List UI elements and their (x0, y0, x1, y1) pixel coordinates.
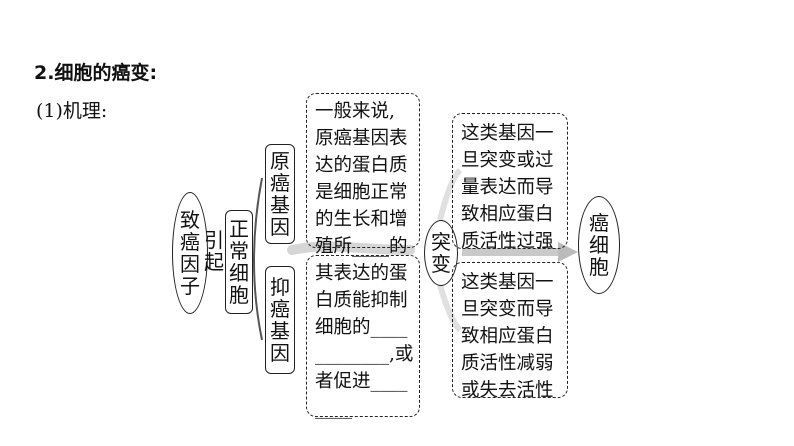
result-line: 量表达而导 (461, 177, 554, 198)
desc-line: 达的蛋白质 (315, 155, 408, 176)
tumor-suppressor-result: 这类基因一 旦突变而导 致相应蛋白 质活性减弱 或失去活性 (452, 262, 568, 401)
desc-line: 殖所____的 (315, 236, 408, 257)
result-line: 这类基因一 (461, 272, 554, 293)
mutation-node: 突变 (424, 220, 458, 286)
desc-line: 是细胞正常 (315, 182, 408, 203)
proto-oncogene-description: 一般来说, 原癌基因表 达的蛋白质 是细胞正常 的生长和增 殖所____的 (306, 93, 420, 257)
carcinogen-label: 致癌因子 (180, 208, 200, 298)
result-line: 质活性减弱 (461, 353, 554, 374)
cancer-cell-node: 癌细胞 (578, 196, 620, 294)
desc-line: 原癌基因表 (315, 128, 408, 149)
desc-line: 细胞的____ (315, 317, 408, 338)
desc-line: 其表达的蛋 (315, 263, 408, 284)
result-line: 或失去活性 (461, 380, 554, 401)
desc-line: ____ (315, 398, 352, 419)
desc-line: 一般来说, (315, 101, 395, 122)
result-line: 质活性过强 (461, 231, 554, 252)
carcinogen-node: 致癌因子 (172, 192, 208, 314)
tumor-suppressor-description: 其表达的蛋 白质能抑制 细胞的____ ________,或 者促进____ _… (306, 255, 420, 419)
desc-line: 的生长和增 (315, 209, 408, 230)
result-line: 这类基因一 (461, 123, 554, 144)
desc-line: 者促进____ (315, 371, 408, 392)
section-heading: 2.细胞的癌变: (34, 62, 158, 84)
result-line: 致相应蛋白 (461, 326, 554, 347)
result-line: 旦突变或过 (461, 150, 554, 171)
tumor-suppressor-node: 抑癌基因 (265, 266, 295, 374)
result-line: 致相应蛋白 (461, 204, 554, 225)
proto-oncogene-node: 原癌基因 (265, 144, 295, 244)
result-line: 旦突变而导 (461, 299, 554, 320)
subsection-heading: (1)机理: (36, 100, 108, 122)
desc-line: ________,或 (315, 344, 414, 365)
proto-oncogene-result: 这类基因一 旦突变或过 量表达而导 致相应蛋白 质活性过强 (452, 113, 568, 252)
desc-line: 白质能抑制 (315, 290, 408, 311)
normal-cell-node: 正常细胞 (225, 210, 253, 314)
cause-label: 引起 (204, 228, 224, 274)
